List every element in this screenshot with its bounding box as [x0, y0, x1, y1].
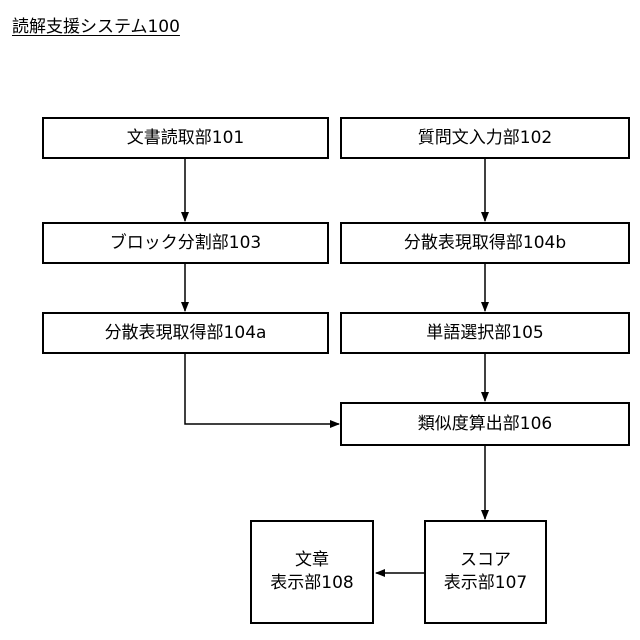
distributed-rep-a-label: 分散表現取得部104a: [105, 322, 267, 345]
similarity-calc-box: 類似度算出部106: [340, 402, 630, 446]
block-splitter-label: ブロック分割部103: [110, 232, 261, 255]
similarity-calc-label: 類似度算出部106: [418, 413, 552, 436]
word-selector-box: 単語選択部105: [340, 312, 630, 354]
score-display-box: スコア 表示部107: [424, 520, 547, 624]
distributed-rep-b-box: 分散表現取得部104b: [340, 222, 630, 264]
document-reader-box: 文書読取部101: [42, 117, 329, 159]
score-display-line1: スコア: [444, 549, 527, 572]
text-display-box: 文章 表示部108: [250, 520, 374, 624]
distributed-rep-b-label: 分散表現取得部104b: [404, 232, 566, 255]
word-selector-label: 単語選択部105: [426, 322, 543, 345]
block-splitter-box: ブロック分割部103: [42, 222, 329, 264]
arrow-104a-to-106: [185, 354, 339, 424]
document-reader-label: 文書読取部101: [127, 127, 244, 150]
text-display-line1: 文章: [270, 549, 353, 572]
score-display-line2: 表示部107: [444, 572, 527, 595]
distributed-rep-a-box: 分散表現取得部104a: [42, 312, 329, 354]
text-display-line2: 表示部108: [270, 572, 353, 595]
question-input-box: 質問文入力部102: [340, 117, 630, 159]
question-input-label: 質問文入力部102: [418, 127, 552, 150]
